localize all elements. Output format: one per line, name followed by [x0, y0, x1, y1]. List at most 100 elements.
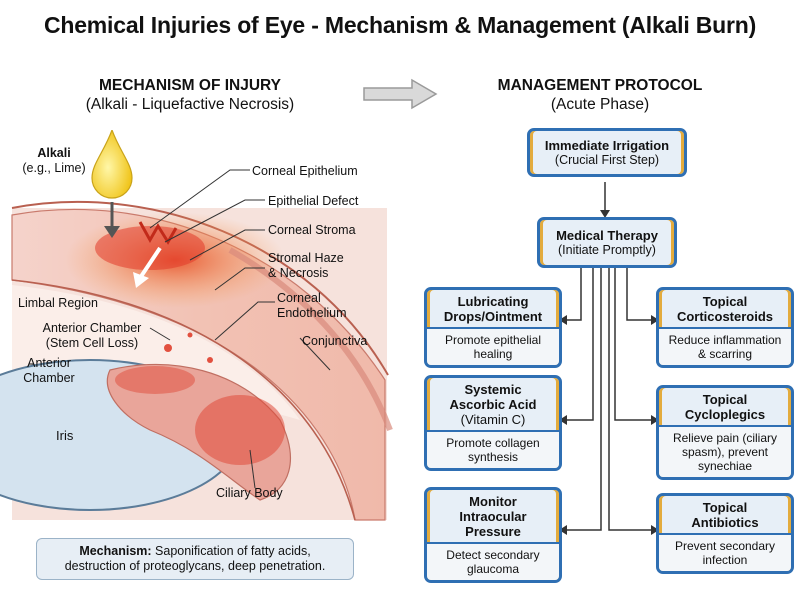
stem-cell-debris [164, 344, 172, 352]
stromal-haze-line1: Stromal Haze [268, 251, 344, 265]
connector-lubricating [563, 263, 582, 321]
arrowhead-ascorbic [559, 415, 567, 425]
therapy-subtitle: (Initiate Promptly) [558, 243, 656, 257]
corticosteroids-desc: Reduce inflammation & scarring [659, 327, 791, 365]
right-arrow-icon [363, 78, 438, 110]
iop-title: Monitor Intraocular Pressure [427, 490, 559, 542]
iop-card: Monitor Intraocular Pressure Detect seco… [424, 487, 562, 583]
necrosis-zone [95, 226, 205, 270]
management-heading: MANAGEMENT PROTOCOL (Acute Phase) [450, 76, 750, 114]
cycloplegics-desc-line2: spasm), prevent [681, 445, 769, 459]
connector-cycloplegics [614, 263, 655, 421]
cycloplegics-card: Topical Cycloplegics Relieve pain (cilia… [656, 385, 794, 480]
iop-title-line2: Intraocular [459, 509, 527, 524]
mechanism-summary-box: Mechanism: Saponification of fatty acids… [36, 538, 354, 580]
medical-therapy-box: Medical Therapy (Initiate Promptly) [537, 217, 677, 268]
ascorbic-title-line3: (Vitamin C) [460, 412, 526, 427]
label-epithelial-defect: Epithelial Defect [268, 194, 359, 208]
iop-desc-line1: Detect secondary [446, 548, 540, 562]
corneal-endothelium-line [11, 279, 356, 521]
cycloplegics-title: Topical Cycloplegics [659, 388, 791, 425]
page-title: Chemical Injuries of Eye - Mechanism & M… [43, 12, 757, 38]
corticosteroids-title-line2: Corticosteroids [676, 309, 774, 324]
cycloplegics-title-line2: Cycloplegics [684, 407, 766, 422]
corneal-endothelium-line2: Endothelium [277, 306, 347, 320]
lubricating-title-line2: Drops/Ointment [443, 309, 543, 324]
corticosteroids-desc-line1: Reduce inflammation [668, 333, 782, 347]
connector-steroids [626, 263, 655, 321]
management-subtitle: (Acute Phase) [550, 96, 650, 113]
corticosteroids-card: Topical Corticosteroids Reduce inflammat… [656, 287, 794, 368]
deep-penetration-arrow [138, 246, 162, 280]
stromal-haze-line2: & Necrosis [268, 266, 329, 280]
mechanism-text-2: destruction of proteoglycans, deep penet… [64, 559, 326, 573]
penetration-arrowhead [104, 226, 120, 238]
eye-cross-section-diagram [0, 130, 393, 521]
antibiotics-desc: Prevent secondary infection [659, 533, 791, 571]
lubricating-desc-line1: Promote epithelial [444, 333, 542, 347]
lubricating-desc: Promote epithelial healing [427, 327, 559, 365]
iop-desc: Detect secondary glaucoma [427, 542, 559, 580]
ascorbic-title: Systemic Ascorbic Acid (Vitamin C) [427, 378, 559, 430]
arrowhead-antibiotics [651, 525, 659, 535]
anterior-chamber-line1: Anterior [27, 356, 71, 370]
arrowhead-steroids [651, 315, 659, 325]
mechanism-heading: MECHANISM OF INJURY (Alkali - Liquefacti… [40, 76, 340, 114]
iop-title-line3: Pressure [465, 524, 521, 539]
lubricating-title: Lubricating Drops/Ointment [427, 290, 559, 327]
alkali-example-label: (e.g., Lime) [22, 161, 86, 175]
connector-iop [563, 263, 602, 531]
lubricating-desc-line2: healing [473, 347, 513, 361]
ascorbic-title-line2: Ascorbic Acid [449, 397, 537, 412]
flow-connectors [559, 182, 659, 535]
lubricating-title-line1: Lubricating [457, 294, 529, 309]
lubricating-card: Lubricating Drops/Ointment Promote epith… [424, 287, 562, 368]
arrowhead-lubricating [559, 315, 567, 325]
stem-cell-debris [187, 332, 193, 338]
therapy-title: Medical Therapy [556, 228, 658, 243]
antibiotics-desc-line1: Prevent secondary [674, 539, 776, 553]
label-stromal-haze: Stromal Haze & Necrosis [268, 251, 344, 281]
corticosteroids-desc-line2: & scarring [697, 347, 753, 361]
stem-cell-debris [207, 357, 213, 363]
irrigation-title: Immediate Irrigation [544, 138, 670, 153]
conjunctiva-band [228, 247, 393, 432]
management-title: MANAGEMENT PROTOCOL [497, 77, 703, 94]
anterior-chamber-sc-line2: (Stem Cell Loss) [45, 336, 139, 350]
mechanism-subtitle: (Alkali - Liquefactive Necrosis) [85, 96, 295, 113]
label-limbal-region: Limbal Region [18, 296, 98, 310]
ascorbic-title-line1: Systemic [464, 382, 522, 397]
label-iris: Iris [56, 428, 74, 443]
anterior-chamber-sc-line1: Anterior Chamber [42, 321, 142, 335]
corticosteroids-title: Topical Corticosteroids [659, 290, 791, 327]
mechanism-text-1: Saponification of fatty acids, [151, 544, 311, 558]
label-corneal-stroma: Corneal Stroma [268, 223, 356, 237]
ascorbic-desc: Promote collagen synthesis [427, 430, 559, 468]
label-alkali: Alkali (e.g., Lime) [14, 146, 94, 176]
arrowhead-cycloplegics [651, 415, 659, 425]
epithelial-defect [138, 221, 178, 245]
mechanism-title: MECHANISM OF INJURY [99, 77, 281, 94]
cycloplegics-desc-line1: Relieve pain (ciliary [672, 431, 778, 445]
corneal-endothelium-line1: Corneal [277, 291, 321, 305]
connector-antibiotics [608, 263, 655, 531]
connector-ascorbic [563, 263, 594, 421]
anterior-chamber-line2: Chamber [23, 371, 75, 385]
cycloplegics-desc-line3: synechiae [697, 459, 753, 473]
label-anterior-chamber: Anterior Chamber [14, 356, 84, 386]
angle-inflammation [115, 366, 195, 394]
ciliary-inflammation [195, 395, 285, 465]
alkali-drop-icon [91, 130, 133, 199]
cycloplegics-title-line1: Topical [702, 392, 748, 407]
label-corneal-endothelium: Corneal Endothelium [277, 291, 347, 321]
irrigation-subtitle: (Crucial First Step) [554, 153, 660, 167]
antibiotics-card: Topical Antibiotics Prevent secondary in… [656, 493, 794, 574]
ascorbic-desc-line1: Promote collagen [446, 436, 540, 450]
mechanism-label: Mechanism: [79, 544, 152, 558]
arrowhead-therapy [600, 210, 610, 218]
alkali-label: Alkali [37, 146, 71, 160]
label-conjunctiva: Conjunctiva [302, 334, 368, 348]
antibiotics-title-line1: Topical [702, 500, 748, 515]
corticosteroids-title-line1: Topical [702, 294, 748, 309]
cycloplegics-desc: Relieve pain (ciliary spasm), prevent sy… [659, 425, 791, 477]
